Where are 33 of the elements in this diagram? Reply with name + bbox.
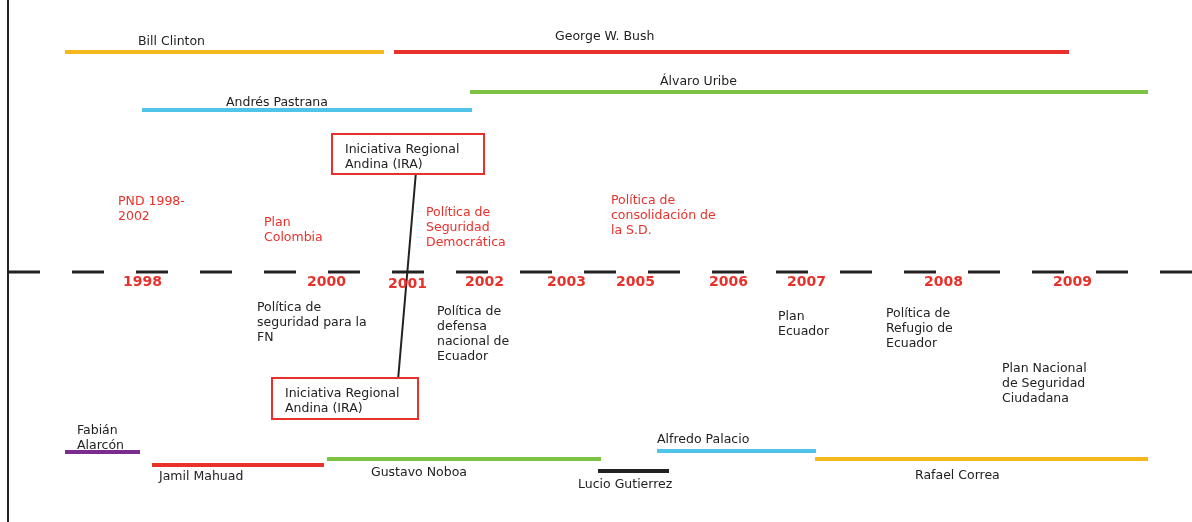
policy-label: Plan Ecuador: [778, 308, 831, 338]
initiative-box: [331, 133, 485, 175]
president-name: Alfredo Palacio: [657, 431, 750, 446]
policy-label: Plan Colombia: [264, 214, 324, 244]
initiative-box: [271, 377, 419, 420]
year-label: 2005: [616, 274, 655, 289]
policy-label: Política de Seguridad Democrática: [426, 204, 507, 249]
president-name: Bill Clinton: [138, 33, 206, 48]
president-name: Rafael Correa: [915, 467, 1000, 482]
policy-label: Política de Refugio de Ecuador: [886, 305, 954, 350]
year-label: 2007: [787, 274, 826, 289]
year-label: 2003: [547, 274, 586, 289]
president-name: Jamil Mahuad: [159, 468, 244, 483]
president-name: Gustavo Noboa: [371, 464, 467, 479]
year-label: 2000: [307, 274, 346, 289]
policy-label: Plan Nacional de Seguridad Ciudadana: [1002, 360, 1088, 405]
box-text: Iniciativa Regional Andina (IRA): [345, 141, 461, 171]
year-label: 2002: [465, 274, 504, 289]
year-label: 2008: [924, 274, 963, 289]
policy-label: PND 1998-2002: [118, 193, 186, 223]
policy-label: Política de consolidación de la S.D.: [611, 192, 717, 237]
year-label: 1998: [123, 274, 162, 289]
connector-line: [397, 174, 417, 378]
box-text: Iniciativa Regional Andina (IRA): [285, 385, 401, 415]
president-name: Fabián Alarcón: [77, 422, 125, 452]
policy-label: Política de seguridad para la FN: [257, 299, 368, 344]
year-label: 2006: [709, 274, 748, 289]
year-label: 2009: [1053, 274, 1092, 289]
president-name: Álvaro Uribe: [660, 73, 737, 88]
president-name: George W. Bush: [555, 28, 655, 43]
president-name: Lucio Gutierrez: [578, 476, 673, 491]
policy-label: Política de defensa nacional de Ecuador: [437, 303, 511, 363]
president-name: Andrés Pastrana: [226, 94, 328, 109]
